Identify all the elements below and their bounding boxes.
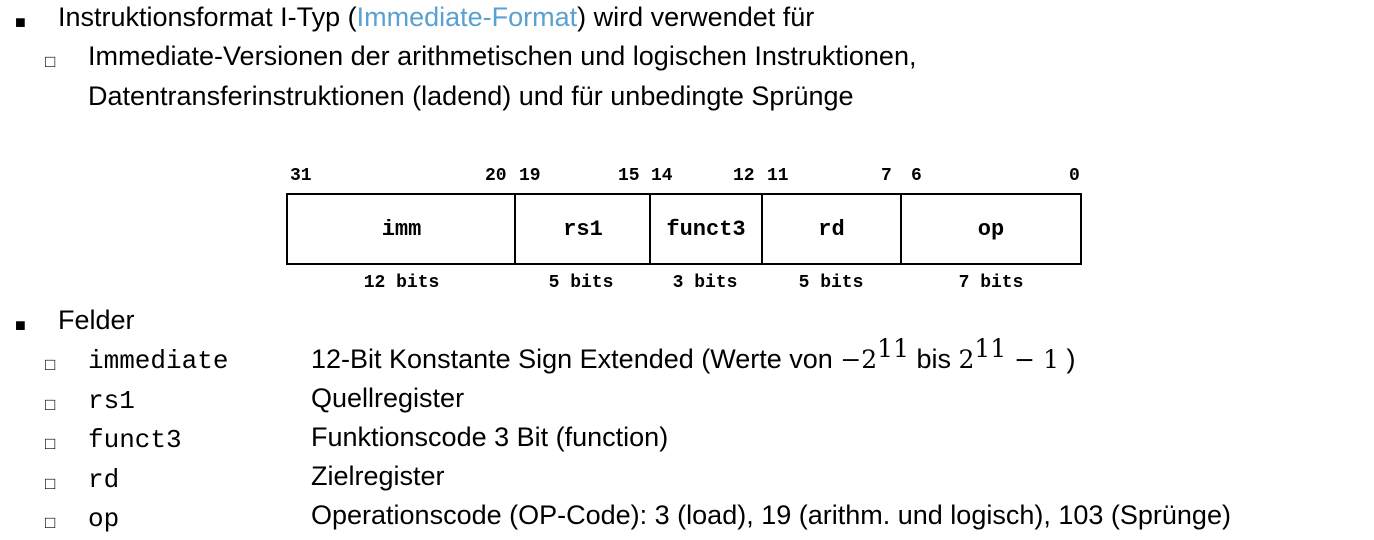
felder-heading: Felder: [58, 305, 135, 335]
bit-number-19: 19: [519, 166, 541, 186]
width-label-rs1: 5 bits: [548, 273, 614, 293]
bit-number-6: 6: [911, 166, 922, 186]
bit-number-11: 11: [767, 166, 789, 186]
math-exponent: 11: [877, 334, 909, 363]
field-funct3: funct3: [666, 216, 746, 242]
field-desc-rs1: Quellregister: [311, 383, 465, 413]
field-rd: rd: [818, 216, 845, 242]
field-desc-rd: Zielregister: [311, 461, 445, 491]
bullet-square-hollow: □: [45, 52, 56, 71]
width-label-rd: 5 bits: [798, 273, 864, 293]
bit-number-15: 15: [618, 166, 640, 186]
intro-title-prefix: Instruktionsformat I-Typ (: [58, 2, 357, 32]
field-divider: [649, 195, 651, 263]
bullet-square-hollow: □: [45, 513, 56, 532]
immediate-desc-mid: bis: [908, 344, 959, 374]
immediate-desc-suffix: ): [1058, 344, 1076, 374]
intro-sub-line-2: Datentransferinstruktionen (ladend) und …: [88, 81, 854, 111]
math-minus-one: − 1: [1006, 345, 1059, 374]
intro-title-suffix: ) wird verwendet für: [577, 2, 815, 32]
width-label-op: 7 bits: [958, 273, 1024, 293]
bullet-square-filled: ■: [15, 12, 26, 32]
field-desc-immediate: 12-Bit Konstante Sign Extended (Werte vo…: [311, 336, 1076, 375]
immediate-format-link: Immediate-Format: [356, 2, 578, 32]
bullet-square-filled: ■: [15, 315, 26, 335]
bit-number-31: 31: [290, 166, 312, 186]
field-imm: imm: [381, 216, 422, 242]
field-op: op: [977, 216, 1005, 242]
intro-sub-line-1: Immediate-Versionen der arithmetischen u…: [88, 41, 917, 71]
math-neg-two: −2: [840, 345, 878, 374]
bit-number-0: 0: [1069, 166, 1080, 186]
bit-number-20: 20: [485, 166, 507, 186]
immediate-desc-prefix: 12-Bit Konstante Sign Extended (Werte vo…: [311, 344, 841, 374]
bullet-square-hollow: □: [45, 395, 56, 414]
field-name-funct3: funct3: [88, 425, 182, 455]
math-two: 2: [958, 345, 975, 374]
field-name-immediate: immediate: [88, 346, 229, 376]
bullet-square-hollow: □: [45, 474, 56, 493]
width-label-imm: 12 bits: [363, 273, 440, 293]
i-type-format-diagram: imm rs1 funct3 rd op: [286, 193, 1082, 265]
width-label-funct3: 3 bits: [672, 273, 738, 293]
field-rs1: rs1: [563, 216, 603, 242]
field-desc-funct3: Funktionscode 3 Bit (function): [311, 422, 669, 452]
field-divider: [761, 195, 763, 263]
math-exponent: 11: [974, 334, 1007, 363]
bit-number-7: 7: [881, 166, 892, 186]
field-divider: [514, 195, 516, 263]
field-name-rd: rd: [88, 465, 120, 495]
field-divider: [900, 195, 902, 263]
bit-number-12: 12: [733, 166, 755, 186]
bullet-square-hollow: □: [45, 434, 56, 453]
bullet-square-hollow: □: [45, 355, 56, 374]
field-desc-op: Operationscode (OP-Code): 3 (load), 19 (…: [311, 500, 1231, 530]
intro-title: Instruktionsformat I-Typ (Immediate-Form…: [58, 2, 814, 33]
bit-number-14: 14: [651, 166, 673, 186]
field-name-rs1: rs1: [88, 386, 135, 416]
field-name-op: op: [88, 504, 120, 534]
